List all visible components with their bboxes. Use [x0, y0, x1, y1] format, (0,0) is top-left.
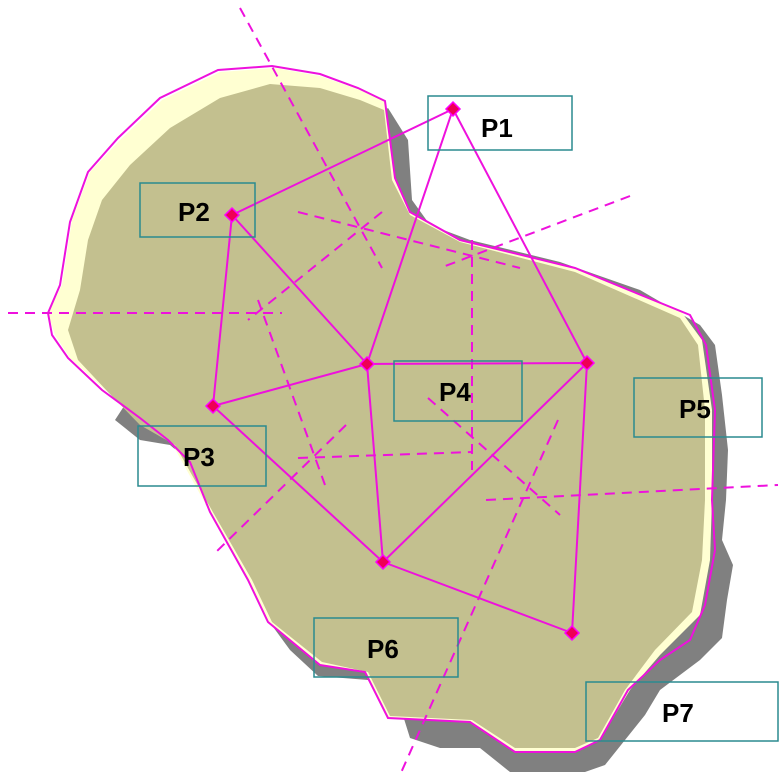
triangulation-edge [212, 363, 368, 407]
label-boxes [137, 95, 779, 742]
label-box-p2 [139, 182, 256, 238]
voronoi-edge [485, 484, 779, 501]
region-body [68, 84, 705, 748]
region-outline [46, 64, 717, 753]
vertex-marker [444, 100, 462, 118]
voronoi-edges [8, 7, 779, 776]
triangulation-edge [366, 108, 454, 365]
label-box-p5 [633, 377, 763, 438]
label-box-p3 [137, 425, 267, 487]
triangulation-edge [231, 108, 454, 216]
voronoi-edge [427, 397, 561, 516]
point-label-p1: P1 [481, 113, 513, 143]
label-box-p1 [427, 95, 573, 151]
point-label-p7: P7 [662, 698, 694, 728]
vertex-marker [358, 355, 376, 373]
triangulation-edge [366, 363, 384, 563]
point-label-p4: P4 [439, 377, 471, 407]
voronoi-edge [297, 451, 473, 459]
triangulation-edge [231, 214, 368, 365]
triangulation-edge [452, 108, 588, 364]
vertex-marker [578, 354, 596, 372]
vertex-marker [563, 624, 581, 642]
voronoi-edge [297, 211, 521, 269]
vertices [204, 100, 596, 642]
triangulation-edge [571, 362, 588, 634]
triangulation-edge [382, 561, 573, 634]
label-box-p4 [393, 360, 523, 422]
triangulation-edge [366, 362, 588, 365]
vertex-marker [374, 553, 392, 571]
vertex-marker [204, 397, 222, 415]
triangulation-edge [212, 405, 384, 563]
triangulation-edge [382, 362, 588, 563]
point-label-p2: P2 [178, 197, 210, 227]
label-box-p7 [585, 681, 779, 742]
voronoi-edge [239, 7, 383, 269]
voronoi-edge [214, 424, 347, 554]
point-label-p5: P5 [679, 394, 711, 424]
point-label-p3: P3 [183, 442, 215, 472]
triangulation-edges [212, 108, 588, 634]
voronoi-edge [247, 211, 383, 321]
vertex-marker [223, 206, 241, 224]
point-label-p6: P6 [367, 634, 399, 664]
triangulation-edge [212, 214, 233, 407]
label-box-p6 [313, 617, 459, 678]
